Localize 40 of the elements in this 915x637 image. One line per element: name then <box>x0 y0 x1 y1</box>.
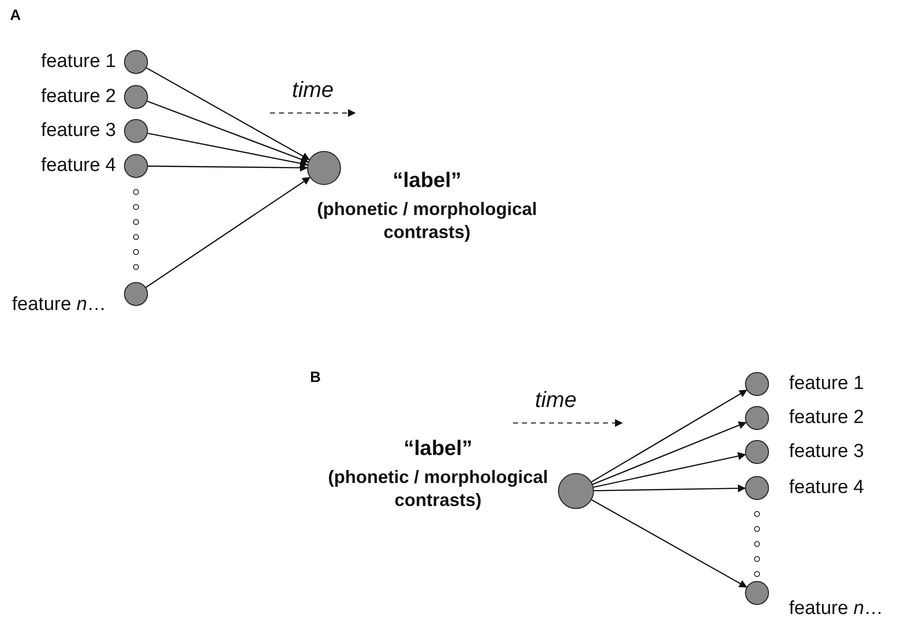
circle-node <box>124 154 148 178</box>
circle-node <box>307 151 341 185</box>
panel-letter: B <box>310 370 321 385</box>
node-label: feature n… <box>789 599 884 618</box>
circle-node <box>745 406 769 430</box>
arrow <box>148 164 308 172</box>
circle-node <box>745 476 769 500</box>
node-title: “label” <box>402 436 474 462</box>
axis-label: time <box>292 79 334 101</box>
arrow <box>148 132 308 168</box>
circle-node <box>745 440 769 464</box>
axis-label: time <box>535 389 577 411</box>
node-label: feature 2 <box>41 87 116 106</box>
arrow <box>591 499 748 588</box>
arrow <box>593 452 746 488</box>
arrow <box>591 390 748 482</box>
circle-node <box>558 473 594 509</box>
circle-node <box>124 282 148 306</box>
node-title: “label” <box>392 168 462 194</box>
circle-node <box>124 50 148 74</box>
node-label: feature 4 <box>789 478 864 497</box>
node-label: feature 3 <box>41 121 116 140</box>
node-label: feature 3 <box>789 442 864 461</box>
arrow <box>147 100 309 164</box>
arrow <box>592 421 747 485</box>
node-label: feature 4 <box>41 156 116 175</box>
node-caption: (phonetic / morphological contrasts) <box>327 466 549 511</box>
node-label: feature n… <box>12 295 106 314</box>
circle-node <box>124 85 148 109</box>
node-label: feature 1 <box>41 52 116 71</box>
node-label: feature 1 <box>789 374 864 393</box>
arrow <box>594 484 746 492</box>
arrow <box>146 176 311 288</box>
circle-node <box>124 119 148 143</box>
circle-node <box>745 372 769 396</box>
arrow <box>146 67 310 160</box>
circle-node <box>745 581 769 605</box>
panel-letter: A <box>10 8 21 23</box>
node-caption: (phonetic / morphological contrasts) <box>316 198 538 243</box>
node-label: feature 2 <box>789 408 864 427</box>
